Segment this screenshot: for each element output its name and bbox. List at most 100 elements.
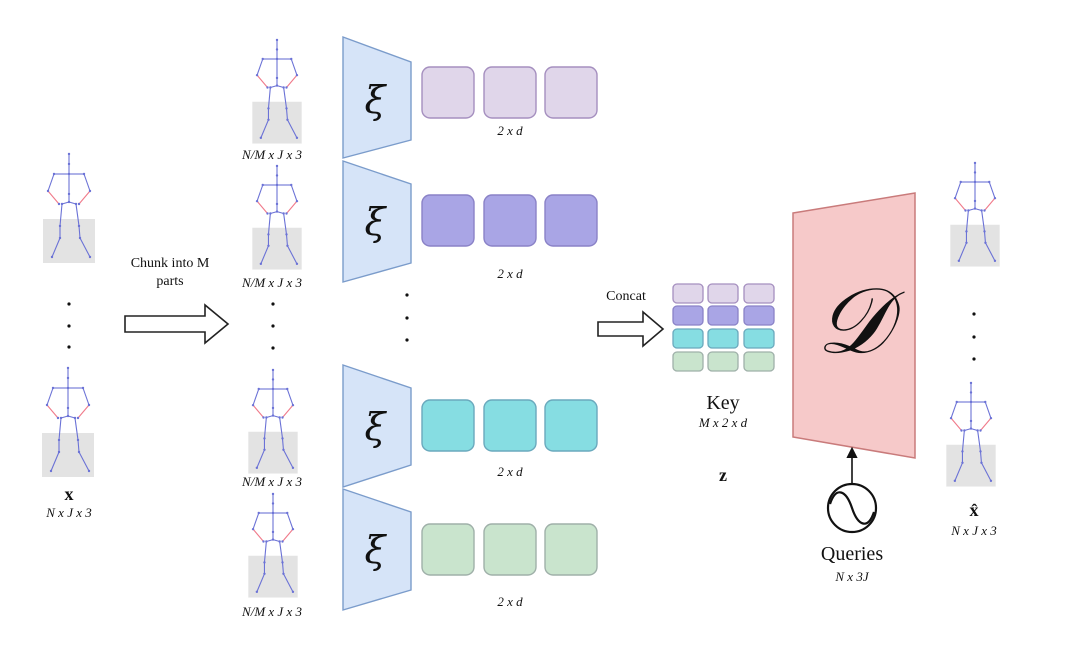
joint xyxy=(275,210,279,213)
bone xyxy=(256,200,268,214)
joint xyxy=(290,57,293,61)
joint xyxy=(82,172,86,176)
part-3-shape: N/M x J x 3 xyxy=(242,474,302,489)
joint xyxy=(66,376,70,380)
joint xyxy=(275,38,279,42)
key-cell-3-3 xyxy=(743,328,775,349)
joint xyxy=(261,57,264,61)
bone xyxy=(82,387,90,406)
joint xyxy=(51,386,55,390)
token-1-1 xyxy=(421,66,475,119)
bone xyxy=(282,404,294,418)
joint xyxy=(969,419,973,423)
token-2-3 xyxy=(544,194,598,247)
joint xyxy=(271,406,275,410)
bone xyxy=(281,438,284,450)
joint xyxy=(984,241,987,244)
bone xyxy=(283,213,288,235)
joint xyxy=(263,572,266,575)
bone xyxy=(58,417,62,441)
bone xyxy=(954,197,966,211)
encoder-3-symbol: ξ xyxy=(364,405,386,449)
joint xyxy=(66,366,70,370)
key-cell-4-1 xyxy=(672,351,704,372)
joint xyxy=(282,572,285,575)
joint xyxy=(45,403,49,407)
encoder-4 xyxy=(342,488,412,611)
encoder-3 xyxy=(342,364,412,488)
joint xyxy=(271,502,275,505)
joint xyxy=(973,180,977,184)
token-1-shape: 2 x d xyxy=(497,123,523,138)
bone xyxy=(282,573,294,593)
token-3-2 xyxy=(483,399,537,452)
joint xyxy=(961,450,964,453)
input-skeleton-last xyxy=(42,366,94,477)
joint xyxy=(262,540,265,543)
joint xyxy=(295,262,299,266)
joint xyxy=(281,437,284,440)
joint xyxy=(960,429,963,432)
bone xyxy=(285,108,288,120)
encoder-2-symbol: ξ xyxy=(364,200,386,244)
key-cell-1-3 xyxy=(743,283,775,304)
joint xyxy=(953,196,957,200)
joint xyxy=(275,183,279,187)
joint xyxy=(275,164,279,168)
joint xyxy=(77,224,81,228)
joint xyxy=(58,224,62,228)
bone xyxy=(59,203,63,227)
joint xyxy=(263,448,266,451)
bone xyxy=(252,404,264,418)
joint xyxy=(259,262,263,266)
sinusoid-icon xyxy=(826,482,878,534)
joint xyxy=(285,86,288,89)
joint xyxy=(957,259,961,263)
queries-label: Queries xyxy=(820,543,884,565)
joint xyxy=(967,209,970,212)
chunk-arrow-icon xyxy=(124,303,230,345)
key-cell-2-3 xyxy=(743,305,775,326)
encoder-1 xyxy=(342,35,412,159)
joint xyxy=(275,48,279,51)
joint xyxy=(278,416,281,419)
joint xyxy=(81,386,85,390)
token-2-1 xyxy=(421,194,475,247)
joint xyxy=(271,511,275,515)
chunk-label-line2: parts xyxy=(156,274,184,289)
bone xyxy=(958,242,967,262)
joint xyxy=(271,368,275,372)
joint xyxy=(52,172,56,176)
joint xyxy=(49,469,53,473)
joint xyxy=(263,561,266,564)
output-skeleton-last xyxy=(946,381,996,487)
key-cell-2-2 xyxy=(707,305,739,326)
bone xyxy=(77,439,80,453)
bone xyxy=(46,387,54,406)
bone xyxy=(61,201,70,205)
input-symbol: x xyxy=(64,484,74,504)
key-cell-2-1 xyxy=(672,305,704,326)
joint xyxy=(282,86,285,89)
bone xyxy=(283,87,288,109)
joint xyxy=(291,403,295,407)
decoder-symbol: 𝒟 xyxy=(816,267,890,375)
bone xyxy=(260,119,269,139)
part-4-shape: N/M x J x 3 xyxy=(242,604,302,619)
joint xyxy=(67,192,71,196)
joint xyxy=(255,199,259,203)
token-3-1 xyxy=(421,399,475,452)
bone xyxy=(950,417,962,431)
joint xyxy=(265,540,268,543)
joint xyxy=(965,241,968,244)
key-label: Key xyxy=(706,392,740,414)
joint xyxy=(979,429,982,432)
bone xyxy=(980,462,992,482)
part-4-skeleton xyxy=(248,492,298,598)
bone xyxy=(51,237,61,258)
joint xyxy=(67,152,71,156)
joint xyxy=(286,118,289,122)
concat-label: Concat xyxy=(606,289,646,304)
ellipsis-dots xyxy=(67,293,976,361)
